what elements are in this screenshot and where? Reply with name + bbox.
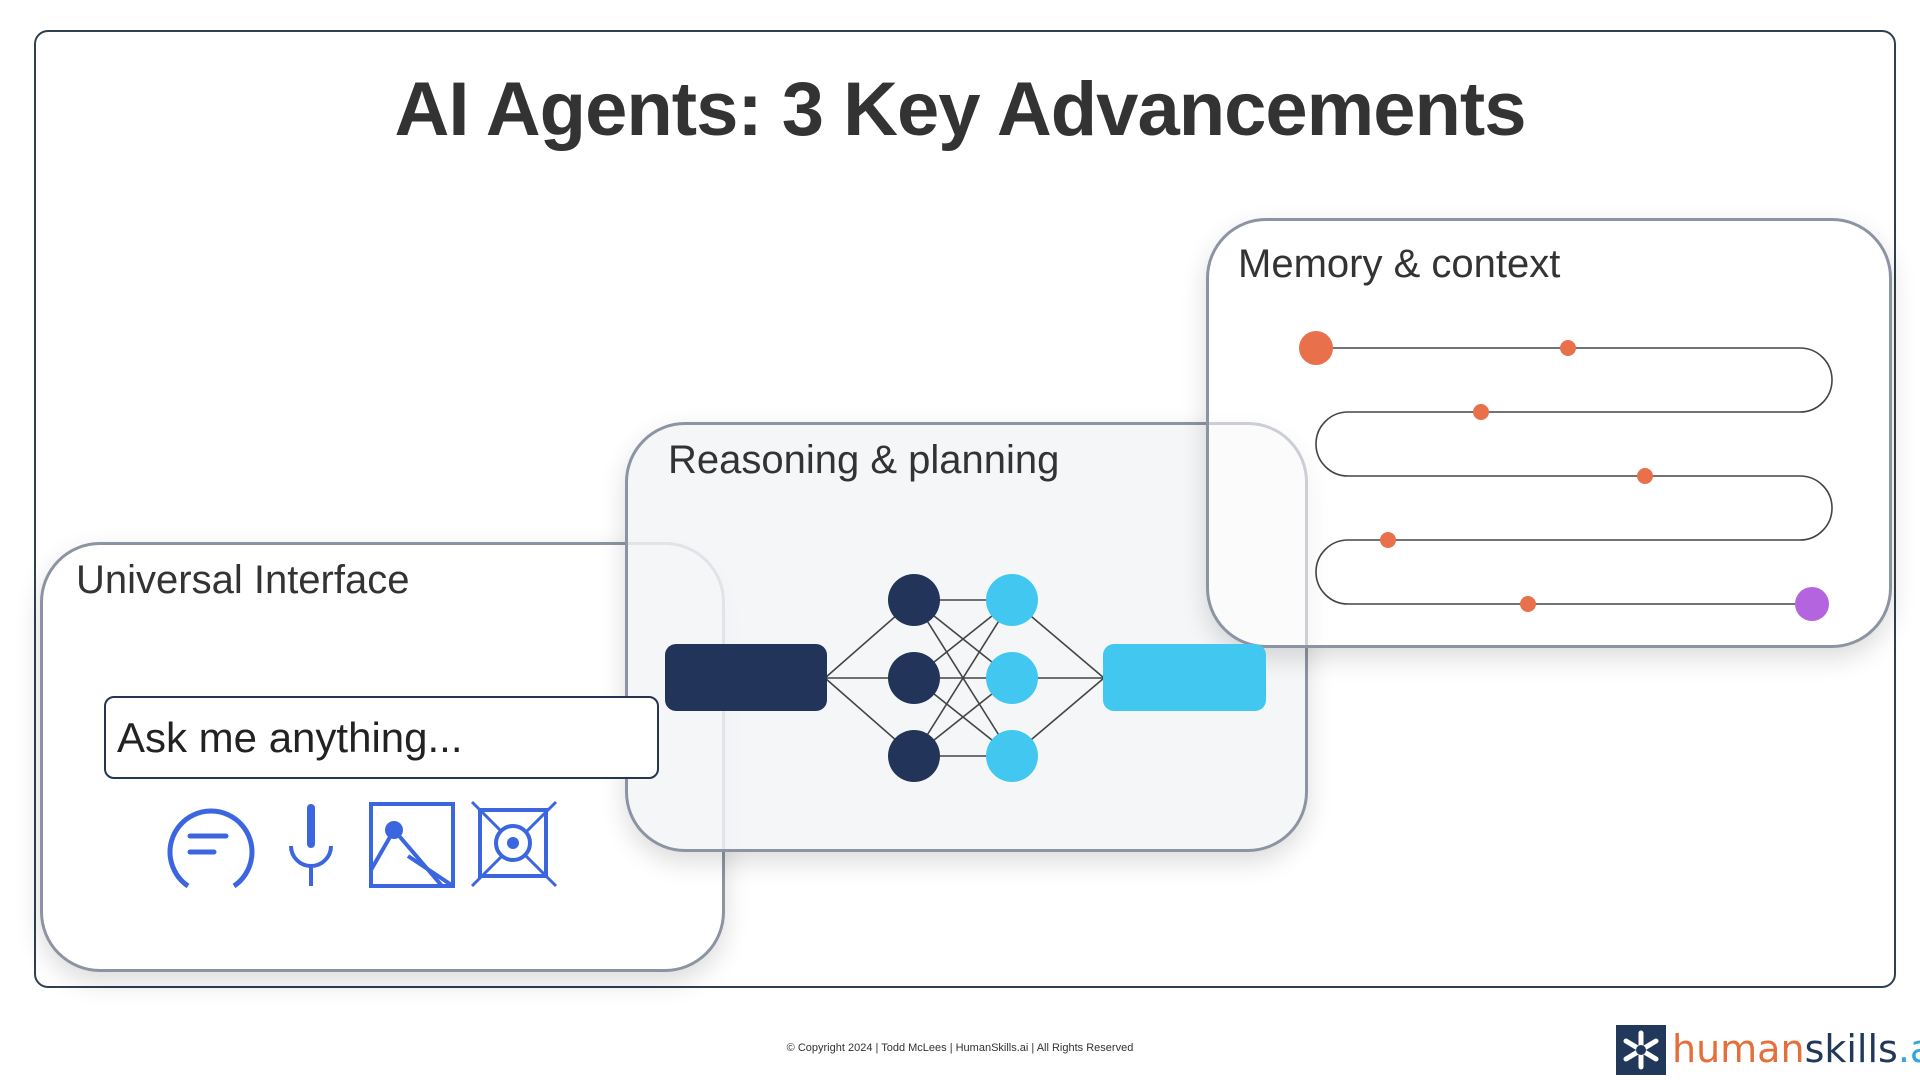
reasoning-planning-label: Reasoning & planning [668, 438, 1060, 482]
slide-title: AI Agents: 3 Key Advancements [394, 67, 1526, 152]
logo-text-ai: .ai [1897, 1027, 1920, 1071]
logo-text-human: human [1672, 1027, 1805, 1071]
chat-bubble-icon[interactable] [166, 800, 256, 890]
universal-interface-label: Universal Interface [76, 558, 410, 602]
logo-text-skills: skills [1804, 1027, 1898, 1071]
ask-input[interactable]: Ask me anything... [104, 696, 659, 779]
vision-target-icon[interactable] [470, 800, 560, 890]
humanskills-logo[interactable]: humanskills.ai [1616, 1025, 1920, 1077]
logo-mark-icon [1616, 1025, 1666, 1075]
copyright-footer: © Copyright 2024 | Todd McLees | HumanSk… [786, 1042, 1134, 1054]
image-icon[interactable] [368, 800, 458, 890]
logo-wordmark: humanskills.ai [1672, 1027, 1920, 1071]
memory-context-label: Memory & context [1238, 242, 1561, 286]
microphone-icon[interactable] [267, 800, 357, 890]
